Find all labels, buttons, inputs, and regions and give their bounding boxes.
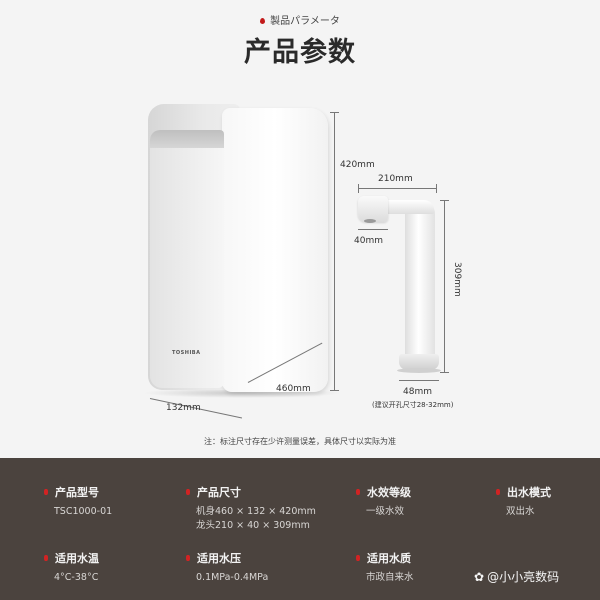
- height-dim-cap-bottom: [330, 390, 339, 391]
- spec-efficiency: 水效等级 一级水效: [356, 484, 411, 519]
- measurement-note: 注：标注尺寸存在少许测量误差，具体尺寸以实际为准: [204, 437, 396, 446]
- reach-label: 210mm: [378, 174, 413, 184]
- spec-panel: [0, 458, 600, 600]
- spec-size: 产品尺寸 机身460 × 132 × 420mm 龙头210 × 40 × 309…: [186, 484, 316, 533]
- faucet-head: [358, 196, 388, 222]
- spec-water-temp: 适用水温 4°C-38°C: [44, 550, 99, 585]
- brand-logo: TOSHIBA: [172, 350, 201, 356]
- red-drop-icon: [356, 555, 360, 561]
- height-dim-cap-top: [330, 112, 339, 113]
- red-drop-icon: [496, 489, 500, 495]
- head-label: 40mm: [354, 236, 383, 246]
- red-drop-icon: [356, 489, 360, 495]
- purifier-body: [222, 108, 328, 392]
- faucet-height-cap-top: [440, 200, 449, 201]
- red-drop-icon: [186, 555, 190, 561]
- base-label: 48mm: [403, 387, 432, 397]
- spec-value: 龙头210 × 40 × 309mm: [196, 520, 310, 531]
- base-dim-line: [399, 380, 439, 381]
- section-tag-text: 製品パラメータ: [270, 16, 340, 27]
- width-label: 132mm: [166, 403, 201, 413]
- faucet-height-dim-line: [444, 200, 445, 372]
- section-tag: 製品パラメータ: [0, 12, 600, 27]
- spec-label: 适用水温: [55, 552, 99, 565]
- faucet-height-label: 309mm: [452, 262, 462, 297]
- faucet-nozzle: [364, 219, 376, 223]
- spec-label: 出水模式: [507, 486, 551, 499]
- red-drop-icon: [260, 18, 266, 24]
- spec-model: 产品型号 TSC1000-01: [44, 484, 112, 519]
- paw-icon: ✿: [474, 569, 485, 584]
- height-label: 420mm: [340, 160, 375, 170]
- spec-water-pressure: 适用水压 0.1MPa-0.4MPa: [186, 550, 268, 585]
- spec-value: 一级水效: [366, 506, 405, 517]
- spec-value: 4°C-38°C: [54, 572, 99, 583]
- watermark-text: @小小亮数码: [487, 570, 560, 584]
- spec-output-mode: 出水模式 双出水: [496, 484, 551, 519]
- faucet-arm: [378, 200, 434, 214]
- spec-water-quality: 适用水质 市政自来水: [356, 550, 414, 585]
- spec-value: TSC1000-01: [54, 506, 113, 517]
- faucet-neck: [405, 200, 435, 358]
- faucet-height-cap-bottom: [440, 372, 449, 373]
- height-dim-line: [334, 112, 335, 390]
- spec-label: 适用水压: [197, 552, 241, 565]
- spec-value: 0.1MPa-0.4MPa: [196, 572, 269, 583]
- faucet-base: [399, 354, 439, 370]
- watermark: ✿@小小亮数码: [474, 568, 559, 585]
- spec-value: 双出水: [506, 506, 535, 517]
- unit-shadow: [142, 388, 342, 398]
- spec-label: 产品尺寸: [197, 486, 241, 499]
- depth-label: 460mm: [276, 384, 311, 394]
- spec-value: 机身460 × 132 × 420mm: [196, 506, 316, 517]
- reach-dim-line: [358, 188, 436, 189]
- reach-dim-cap-left: [358, 184, 359, 193]
- head-dim-line: [358, 229, 388, 230]
- red-drop-icon: [186, 489, 190, 495]
- reach-dim-cap-right: [436, 184, 437, 193]
- red-drop-icon: [44, 489, 48, 495]
- product-image-area: 製品パラメータ 产品参数 TOSHIBA 420mm 460mm 132mm 2…: [0, 0, 600, 458]
- purifier-top-strip: [150, 130, 224, 148]
- spec-label: 产品型号: [55, 486, 99, 499]
- spec-value: 市政自来水: [366, 572, 414, 583]
- purifier-panel: [150, 130, 224, 388]
- spec-label: 水效等级: [367, 486, 411, 499]
- page-title: 产品参数: [244, 37, 356, 68]
- hole-size-note: (建议开孔尺寸28-32mm): [372, 401, 454, 409]
- faucet-foot: [397, 368, 441, 373]
- spec-label: 适用水质: [367, 552, 411, 565]
- red-drop-icon: [44, 555, 48, 561]
